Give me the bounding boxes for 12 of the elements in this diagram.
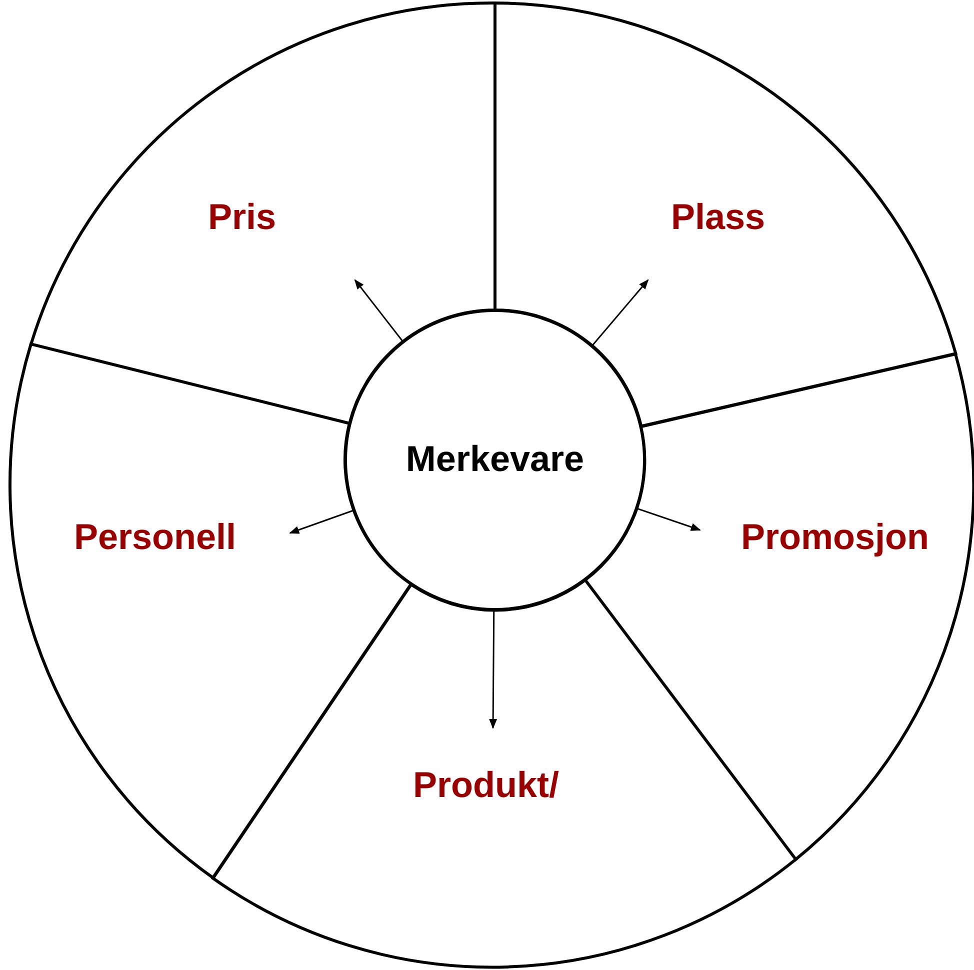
segment-label: Promosjon [740,516,929,558]
arrow [636,507,701,531]
arrow [289,509,355,534]
segment-label: Personell [74,516,236,558]
arrow [489,608,498,729]
wheel-segment [211,578,798,969]
arrow [590,279,649,347]
center-label: Merkevare [406,438,584,480]
arrow [354,279,404,343]
segment-label: Pris [208,196,276,238]
segment-label: Produkt/ [412,764,559,806]
segment-label: Plass [670,196,766,238]
